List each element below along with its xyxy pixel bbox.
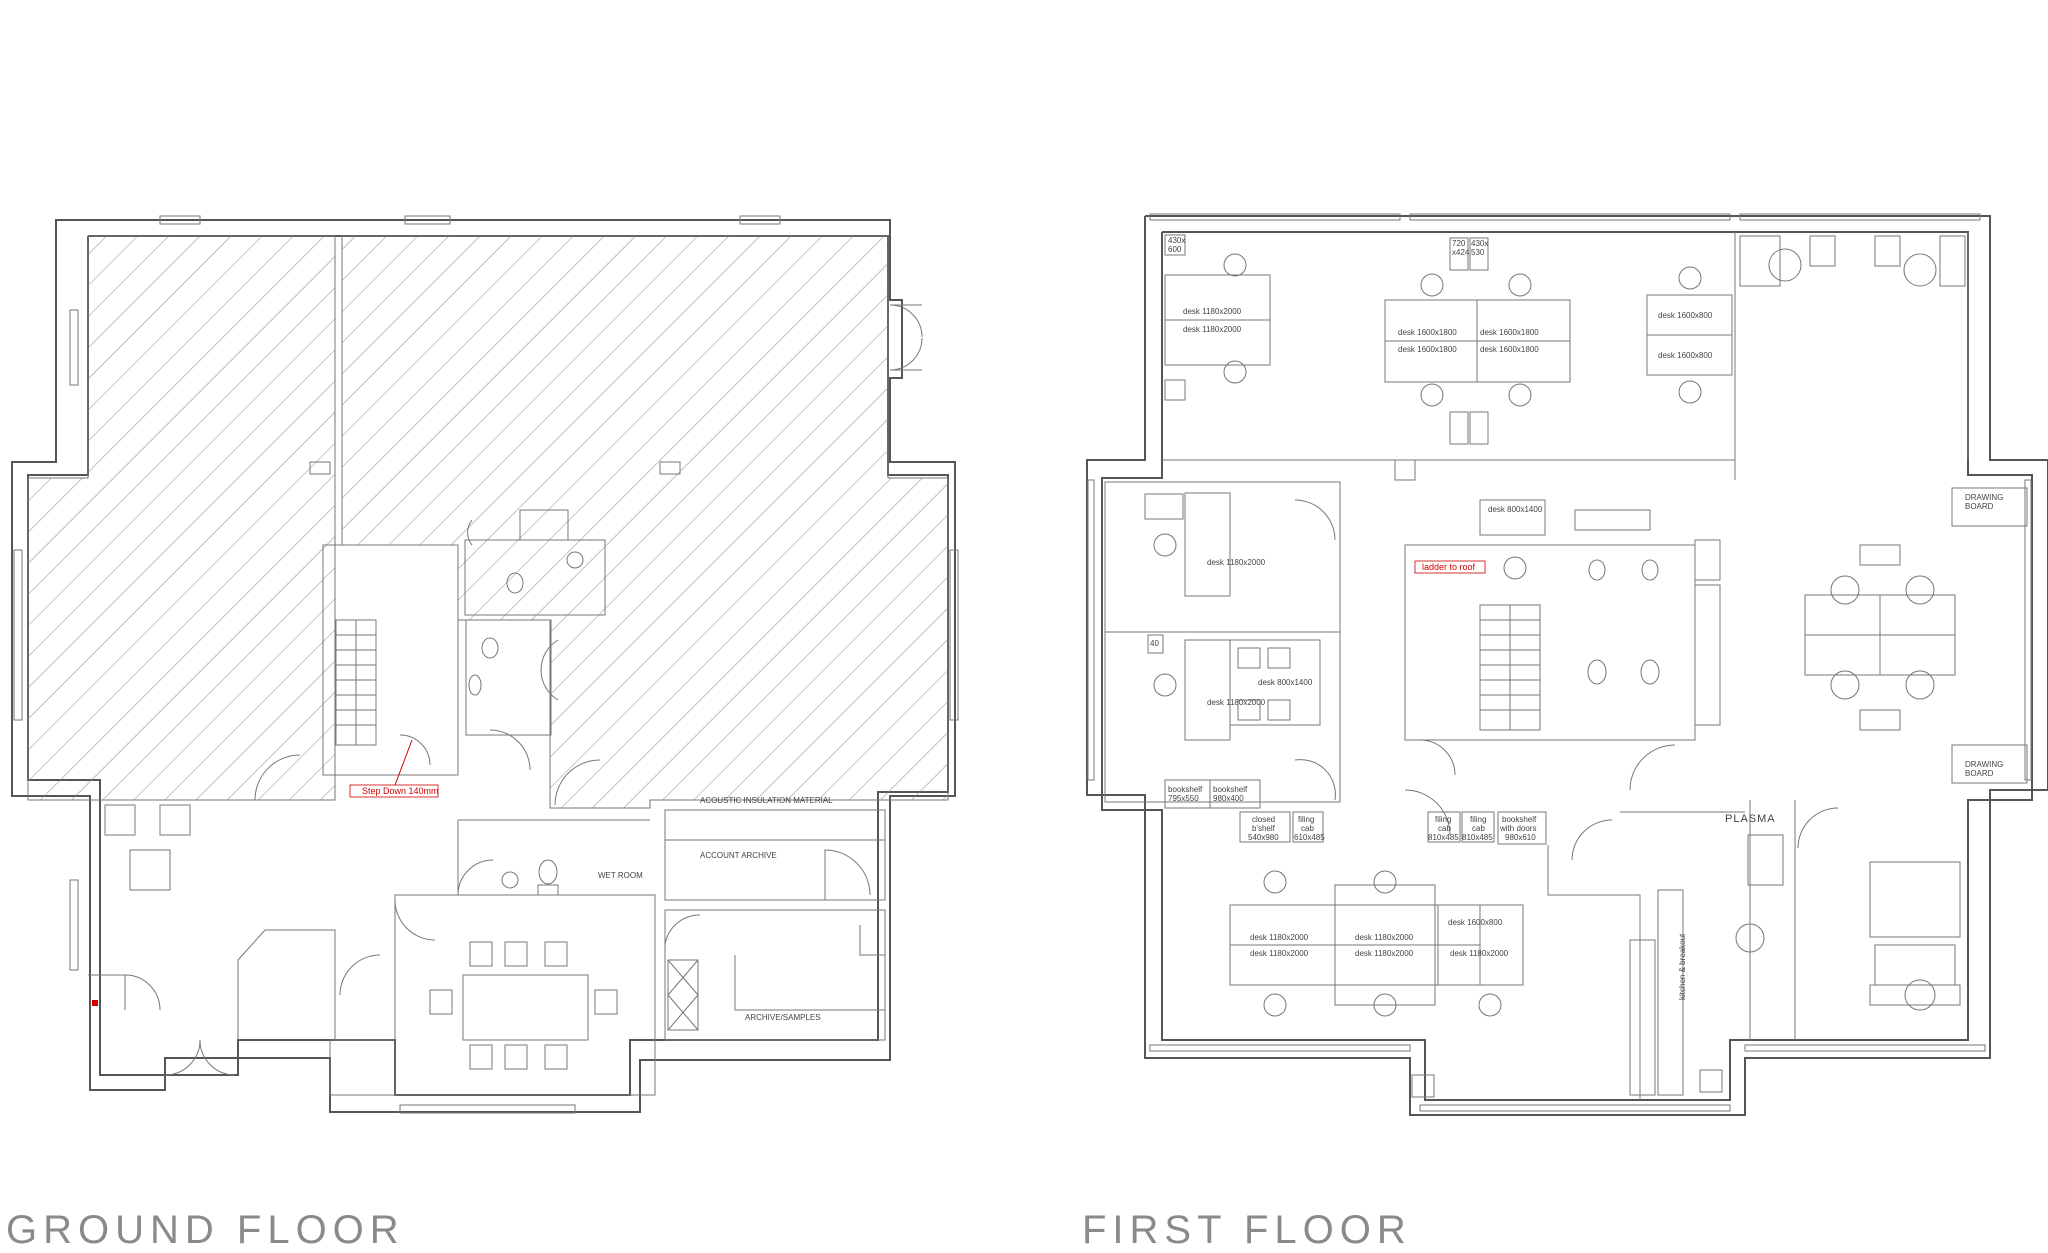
archive-samples-label: ARCHIVE/SAMPLES bbox=[745, 1013, 821, 1022]
closed-shelf-c: 540x980 bbox=[1248, 833, 1279, 842]
desk-office-1: desk 1180x2000 bbox=[1207, 558, 1266, 567]
bookshelf-doors-c: 980x610 bbox=[1505, 833, 1536, 842]
filing-3a: filing bbox=[1470, 815, 1486, 824]
desk-cluster-a: desk 1600x1800 bbox=[1398, 328, 1457, 337]
desk-cluster-d: desk 1600x1800 bbox=[1480, 345, 1539, 354]
filing-1a: filing bbox=[1298, 815, 1314, 824]
ground-windows bbox=[13, 215, 959, 1114]
first-inner-wall bbox=[1101, 231, 2033, 1101]
desk-office-2: desk 1180x2000 bbox=[1207, 698, 1266, 707]
plasma-label: PLASMA bbox=[1725, 813, 1776, 825]
cab-720-b: x424 bbox=[1452, 248, 1470, 257]
filing-1c: 610x485 bbox=[1294, 833, 1325, 842]
first-right-cluster bbox=[1804, 544, 1956, 731]
wet-room-label: WET ROOM bbox=[598, 871, 643, 880]
drawing-board-2b: BOARD bbox=[1965, 769, 1994, 778]
desk-bottom-b2: desk 1180x2000 bbox=[1355, 949, 1414, 958]
small-430-a: 430x bbox=[1168, 236, 1185, 245]
desk-bottom-c2: desk 1180x2000 bbox=[1450, 949, 1509, 958]
ladder-note-box bbox=[1414, 560, 1486, 574]
ground-lower-rooms bbox=[88, 754, 886, 1096]
first-top-left-desks bbox=[1164, 234, 1271, 401]
filing-3b: cab bbox=[1472, 824, 1485, 833]
first-kitchen bbox=[1547, 800, 1961, 1100]
ladder-to-roof-label: ladder to roof bbox=[1422, 562, 1476, 572]
filing-1b: cab bbox=[1301, 824, 1314, 833]
ground-floor-plan: Step Down 140mm bbox=[11, 215, 959, 1114]
bookshelf-doors-a: bookshelf bbox=[1502, 815, 1537, 824]
first-outer-wall bbox=[1086, 215, 2048, 1116]
drawing-board-2a: DRAWING bbox=[1965, 760, 2003, 769]
cab-720-a: 720 bbox=[1452, 239, 1466, 248]
step-down-label: Step Down 140mm bbox=[362, 786, 439, 796]
kitchen-label: kitchen & breakout bbox=[1678, 933, 1687, 1000]
desk-bottom-a: desk 1180x2000 bbox=[1250, 933, 1309, 942]
desk-cluster-c: desk 1600x1800 bbox=[1398, 345, 1457, 354]
acoustic-insulation-label: ACOUSTIC INSULATION MATERIAL bbox=[700, 796, 833, 805]
desk-tl-a-label: desk 1180x2000 bbox=[1183, 307, 1242, 316]
first-bottom-desks bbox=[1229, 870, 1524, 1098]
tag-40: 40 bbox=[1150, 639, 1159, 648]
filing-2a: filing bbox=[1435, 815, 1451, 824]
desk-right-a: desk 1600x800 bbox=[1658, 311, 1713, 320]
first-floor-title: FIRST FLOOR bbox=[1082, 1208, 1412, 1252]
desk-office-2b: desk 800x1400 bbox=[1258, 678, 1313, 687]
cab-430-b: 530 bbox=[1471, 248, 1485, 257]
drawing-board-1a: DRAWING bbox=[1965, 493, 2003, 502]
ground-outer-wall bbox=[11, 219, 956, 1113]
desk-bottom-b: desk 1180x2000 bbox=[1355, 933, 1414, 942]
desk-bottom-c: desk 1600x800 bbox=[1448, 918, 1503, 927]
ground-floor-title: GROUND FLOOR bbox=[6, 1208, 405, 1252]
desk-cluster-b: desk 1600x1800 bbox=[1480, 328, 1539, 337]
desk-right-b: desk 1600x800 bbox=[1658, 351, 1713, 360]
bookshelf-doors-b: with doors bbox=[1499, 824, 1536, 833]
cab-430-a: 430x bbox=[1471, 239, 1488, 248]
closed-shelf-a: closed bbox=[1252, 815, 1275, 824]
bookshelf-2a: bookshelf bbox=[1213, 785, 1248, 794]
first-left-offices bbox=[1104, 481, 1341, 843]
ground-hatched-area bbox=[27, 235, 949, 809]
small-430-b: 600 bbox=[1168, 245, 1182, 254]
filing-2c: 810x485 bbox=[1428, 833, 1459, 842]
first-windows bbox=[1087, 213, 2032, 1112]
drawing-board-1b: BOARD bbox=[1965, 502, 1994, 511]
ground-french-doors bbox=[309, 304, 923, 475]
red-marker bbox=[92, 1000, 98, 1006]
closed-shelf-b: b'shelf bbox=[1252, 824, 1276, 833]
desk-bottom-a2: desk 1180x2000 bbox=[1250, 949, 1309, 958]
first-top-right-workstations bbox=[1739, 235, 2028, 784]
filing-3c: 810x485 bbox=[1462, 833, 1493, 842]
ground-core bbox=[322, 509, 606, 806]
first-cluster-desks bbox=[1384, 237, 1733, 481]
desk-center-label: desk 800x1400 bbox=[1488, 505, 1543, 514]
first-floor-plan: desk 1180x2000 desk 1180x2000 desk 1600x… bbox=[1086, 213, 2048, 1116]
bookshelf-1b: 795x550 bbox=[1168, 794, 1199, 803]
account-archive-label: ACCOUNT ARCHIVE bbox=[700, 851, 777, 860]
step-down-note: Step Down 140mm bbox=[349, 739, 439, 798]
first-center-core bbox=[1404, 499, 1721, 861]
bookshelf-1a: bookshelf bbox=[1168, 785, 1203, 794]
first-filing-row bbox=[1427, 811, 1547, 845]
bookshelf-2b: 980x400 bbox=[1213, 794, 1244, 803]
filing-2b: cab bbox=[1438, 824, 1451, 833]
desk-tl-b-label: desk 1180x2000 bbox=[1183, 325, 1242, 334]
